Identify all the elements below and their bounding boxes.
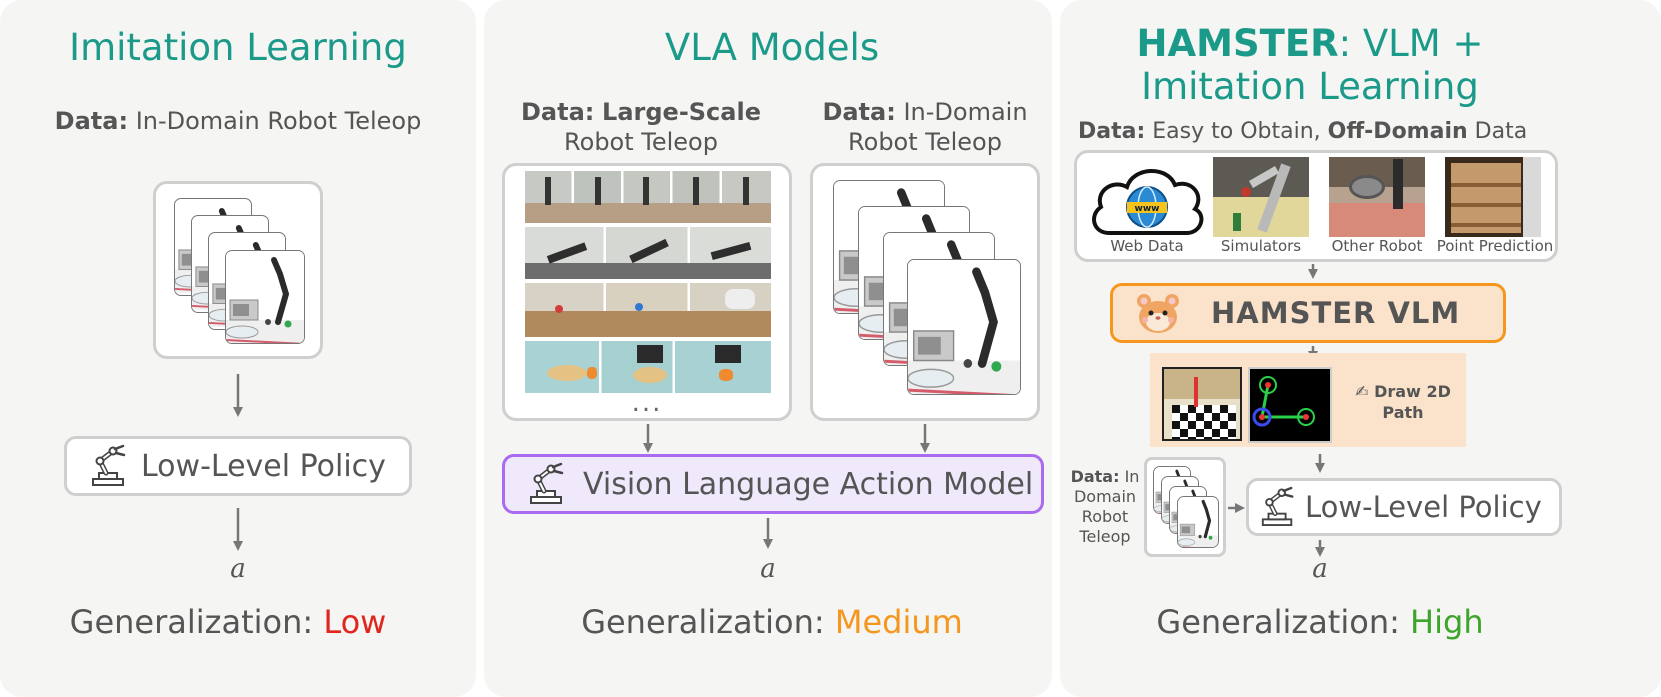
flow-arrow (1228, 503, 1245, 513)
policy-label: Low-Level Policy (141, 448, 386, 484)
data-line4: Teleop (1079, 527, 1131, 546)
flow-arrow (233, 374, 243, 417)
data-value: Robot Teleop (564, 128, 718, 156)
draw-line1: Draw 2D (1374, 382, 1451, 401)
generalization-label: Generalization: (69, 603, 314, 641)
more-data-ellipsis: ... (631, 388, 663, 418)
data-value: In-Domain (903, 98, 1028, 126)
action-symbol: a (760, 554, 776, 584)
panel-imitation-learning: Imitation Learning Data: In-Domain Robot… (0, 0, 476, 697)
data-source-left: Data: Large-Scale Robot Teleop (500, 97, 782, 157)
in-domain-data-frame (810, 163, 1040, 421)
chess-scene-image (1162, 367, 1242, 441)
vla-model-box: Vision Language Action Model (502, 454, 1044, 514)
cloud-www-icon: www (1092, 169, 1204, 235)
robot-arm-icon (89, 444, 129, 488)
simulator-image (1213, 157, 1309, 237)
off-domain-data-frame: www Web Data Simulators Other Robot (1074, 150, 1558, 262)
data-line3: Robot (1081, 507, 1129, 526)
hamster-vlm-label: HAMSTER VLM (1211, 296, 1461, 330)
data-label: Data: (521, 98, 595, 126)
teleop-data-frame (153, 181, 323, 359)
flow-arrow (920, 424, 930, 453)
flow-arrow (1315, 454, 1325, 473)
data-line2: Domain (1073, 487, 1137, 506)
robot-image (1329, 157, 1425, 237)
in-domain-data-frame (1144, 457, 1226, 557)
generalization-value: Medium (834, 603, 963, 641)
low-level-policy-box: Low-Level Policy (64, 436, 412, 496)
image-grid (525, 171, 771, 393)
robot-arm-icon (527, 462, 567, 506)
flow-arrow (1308, 264, 1318, 279)
source-label-other-robot: Other Robot (1331, 237, 1423, 255)
robot-arm-icon (1259, 486, 1297, 528)
title-hamster: HAMSTER (1136, 22, 1339, 65)
data-line1: In (1124, 467, 1140, 486)
vla-model-label: Vision Language Action Model (583, 466, 1034, 502)
policy-label: Low-Level Policy (1305, 490, 1542, 524)
generalization-rating: Generalization: High (1060, 602, 1580, 642)
low-level-policy-box: Low-Level Policy (1246, 478, 1562, 536)
data-source-text: Data: Easy to Obtain, Off-Domain Data (1066, 117, 1566, 147)
data-label: Data: (1078, 119, 1146, 144)
teleop-frame-row4 (525, 341, 771, 393)
title-rest: : VLM + (1338, 22, 1484, 65)
panel-title: HAMSTER: VLM + Imitation Learning (1060, 22, 1560, 108)
generalization-label: Generalization: (581, 603, 825, 641)
path-output-box: ✍ Draw 2D Path (1150, 353, 1466, 447)
panel-hamster: HAMSTER: VLM + Imitation Learning Data: … (1060, 0, 1661, 697)
data-label: Data: (822, 98, 896, 126)
data-value-line2: Robot Teleop (848, 128, 1002, 156)
panel-vla-models: VLA Models Data: Large-Scale Robot Teleo… (484, 0, 1052, 697)
generalization-rating: Generalization: Medium (484, 602, 1060, 642)
data-end: Data (1474, 119, 1528, 144)
data-label: Data: (54, 107, 129, 135)
data-emphasis: Off-Domain (1327, 119, 1468, 144)
hamster-icon (1137, 294, 1179, 333)
writing-hand-icon: ✍ (1355, 382, 1369, 401)
teleop-frame-row2 (525, 227, 771, 279)
action-symbol: a (230, 554, 246, 584)
source-label-web-data: Web Data (1110, 237, 1184, 255)
draw-line2: Path (1382, 403, 1424, 422)
side-data-text: Data: In Domain Robot Teleop (1064, 467, 1146, 547)
panel-title: VLA Models (664, 26, 880, 69)
generalization-rating: Generalization: Low (0, 602, 456, 642)
flow-arrow (643, 424, 653, 453)
data-value: In-Domain Robot Teleop (135, 107, 422, 135)
generalization-label: Generalization: (1156, 603, 1400, 641)
data-source-text: Data: In-Domain Robot Teleop (0, 106, 476, 136)
teleop-frame-row1 (525, 171, 771, 223)
draw-2d-path-label: ✍ Draw 2D Path (1340, 381, 1466, 423)
teleop-card (225, 250, 305, 344)
svg-text:www: www (1135, 204, 1160, 214)
teleop-card (907, 259, 1021, 395)
title-line2: Imitation Learning (1141, 65, 1479, 108)
panel-title: Imitation Learning (69, 26, 407, 69)
data-label: Data: (1070, 467, 1120, 486)
source-label-simulators: Simulators (1220, 237, 1302, 255)
data-mid: Easy to Obtain, (1152, 119, 1321, 144)
action-symbol: a (1312, 554, 1328, 584)
flow-arrow (233, 508, 243, 551)
shelf-image (1445, 157, 1541, 237)
flow-arrow (763, 518, 773, 549)
large-scale-data-frame: ... (502, 163, 792, 421)
generalization-value: High (1410, 603, 1484, 641)
2d-path-image (1248, 367, 1332, 443)
flow-arrow (1315, 540, 1325, 557)
teleop-frame-row3 (525, 283, 771, 337)
teleop-card (1177, 496, 1219, 548)
data-source-right: Data: In-Domain Robot Teleop (806, 97, 1044, 157)
generalization-value: Low (323, 603, 387, 641)
data-emphasis: Large-Scale (602, 98, 761, 126)
hamster-vlm-box: HAMSTER VLM (1110, 283, 1506, 343)
source-label-point-prediction: Point Prediction (1436, 237, 1554, 255)
